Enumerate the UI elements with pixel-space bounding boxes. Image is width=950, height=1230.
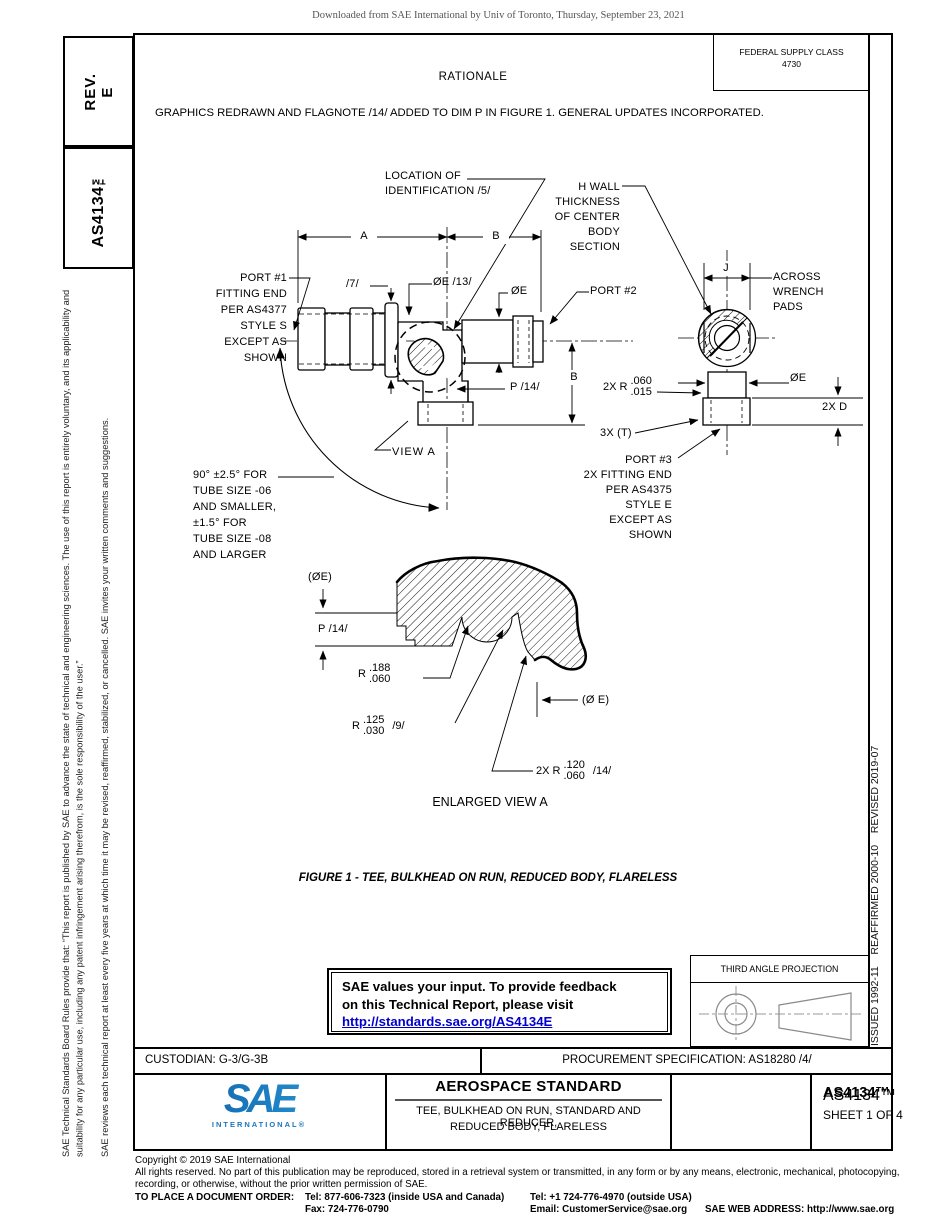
footer-rights-line2: recording, or otherwise, without the pri… bbox=[135, 1178, 428, 1190]
label-2x-r120-flag: /14/ bbox=[592, 764, 612, 777]
doc-number-label: AS4134™ bbox=[89, 168, 107, 248]
label-r125-flag: /9/ bbox=[392, 719, 405, 732]
sae-logo-subtext: INTERNATIONAL® bbox=[211, 1120, 307, 1129]
label-location-of-identification: LOCATION OF IDENTIFICATION /5/ bbox=[385, 170, 491, 197]
custodian-cell: CUSTODIAN: G-3/G-3B bbox=[145, 1054, 269, 1066]
label-2x-r-top: 2X R.060.015 bbox=[603, 376, 652, 398]
title-block-divider-2 bbox=[670, 1075, 672, 1149]
footer-rights-line1: All rights reserved. No part of this pub… bbox=[135, 1166, 900, 1178]
footer: Copyright © 2019 SAE International All r… bbox=[135, 1155, 935, 1215]
figure-caption: FIGURE 1 - TEE, BULKHEAD ON RUN, REDUCED… bbox=[298, 872, 678, 884]
label-dim-2xd: 2X D bbox=[822, 401, 848, 413]
rev-box-label: REV. E bbox=[81, 72, 116, 111]
custodian-divider bbox=[480, 1049, 482, 1073]
label-r188-lower: .060 bbox=[368, 673, 391, 685]
label-2x-r120: 2X R.120.060/14/ bbox=[536, 760, 611, 782]
label-r188-upper: .188 bbox=[368, 662, 391, 674]
download-note: Downloaded from SAE International by Uni… bbox=[312, 10, 685, 21]
label-across-wrench-pads: ACROSS WRENCH PADS bbox=[773, 271, 824, 313]
doc-number-value: AS4134™ bbox=[823, 1085, 890, 1101]
footer-web: SAE WEB ADDRESS: http://www.sae.org bbox=[705, 1204, 895, 1216]
label-view-a: VIEW A bbox=[392, 446, 436, 458]
label-r125-lower: .030 bbox=[362, 725, 385, 737]
rev-label: REV. bbox=[945, 1085, 950, 1101]
label-p-14-enlarged: P /14/ bbox=[318, 623, 348, 635]
projection-symbol-icon bbox=[699, 986, 861, 1042]
label-dim-j: J bbox=[716, 261, 736, 276]
label-dim-b-right: B bbox=[563, 370, 585, 385]
label-2x-r-top-prefix: 2X R bbox=[603, 380, 628, 393]
label-dim-a: A bbox=[351, 229, 377, 244]
label-h-wall: H WALL THICKNESS OF CENTER BODY SECTION bbox=[554, 181, 620, 253]
revision-history: ISSUED 1992-11 REAFFIRMED 2000-10 REVISE… bbox=[869, 745, 881, 1046]
federal-supply-class-value: 4730 bbox=[782, 59, 801, 69]
doc-title-line1: TEE, BULKHEAD ON RUN, STANDARD AND REDUC… bbox=[416, 1105, 641, 1129]
label-dia-e-tube: ØE bbox=[511, 285, 528, 297]
feedback-line1: SAE values your input. To provide feedba… bbox=[342, 979, 617, 994]
label-2x-r120-upper: .120 bbox=[563, 759, 585, 771]
feedback-box: SAE values your input. To provide feedba… bbox=[327, 968, 672, 1035]
footer-copyright: Copyright © 2019 SAE International bbox=[135, 1155, 291, 1166]
label-angle-note: 90° ±2.5° FOR TUBE SIZE -06 AND SMALLER,… bbox=[193, 469, 277, 561]
label-2x-r-top-lower: .015 bbox=[630, 386, 652, 398]
label-2x-r-top-upper: .060 bbox=[630, 375, 652, 387]
procurement-cell: PROCUREMENT SPECIFICATION: AS18280 /4/ bbox=[562, 1054, 812, 1066]
doc-type-rule bbox=[395, 1099, 662, 1101]
frame-right-inner-border bbox=[868, 33, 870, 1047]
doc-title-line2: REDUCED BODY, FLARELESS bbox=[450, 1121, 607, 1133]
label-r188-prefix: R bbox=[358, 667, 366, 680]
title-block: SAE INTERNATIONAL® AEROSPACE STANDARD TE… bbox=[133, 1075, 903, 1149]
label-2x-r120-prefix: 2X R bbox=[536, 764, 561, 777]
custodian-row: CUSTODIAN: G-3/G-3B PROCUREMENT SPECIFIC… bbox=[133, 1047, 893, 1075]
label-dia-e-paren: (ØE) bbox=[308, 571, 333, 583]
technical-drawing bbox=[276, 178, 863, 772]
rev-box: REV. E bbox=[63, 36, 134, 147]
projection-title: THIRD ANGLE PROJECTION bbox=[691, 956, 868, 983]
footer-email: Email: CustomerService@sae.org bbox=[530, 1204, 688, 1216]
sae-logo: SAE INTERNATIONAL® bbox=[133, 1079, 385, 1129]
footer-tel2: Tel: +1 724-776-4970 (outside USA) bbox=[530, 1192, 692, 1204]
title-block-divider-3 bbox=[810, 1075, 812, 1149]
rationale-text: GRAPHICS REDRAWN AND FLAGNOTE /14/ ADDED… bbox=[155, 107, 764, 119]
label-r125-prefix: R bbox=[352, 719, 360, 732]
label-port3: PORT #3 2X FITTING END PER AS4375 STYLE … bbox=[583, 454, 672, 541]
feedback-line2: on this Technical Report, please visit bbox=[342, 996, 574, 1012]
label-dia-e-paren2: (Ø E) bbox=[582, 694, 610, 706]
footer-order-label: TO PLACE A DOCUMENT ORDER: bbox=[135, 1192, 295, 1204]
feedback-link[interactable]: http://standards.sae.org/AS4134E bbox=[342, 1014, 553, 1029]
label-flag-7: /7/ bbox=[346, 278, 359, 290]
doc-type-heading: AEROSPACE STANDARD bbox=[435, 1078, 622, 1095]
rev-value: E bbox=[945, 1103, 950, 1119]
frame-bottom-border bbox=[133, 1149, 893, 1151]
footer-fax: Fax: 724-776-0790 bbox=[305, 1204, 389, 1216]
label-p-14: P /14/ bbox=[510, 381, 540, 393]
legal-paragraph-1: SAE Technical Standards Board Rules prov… bbox=[61, 289, 85, 1157]
legal-paragraph-2: SAE reviews each technical report at lea… bbox=[100, 417, 110, 1157]
federal-supply-box: FEDERAL SUPPLY CLASS 4730 bbox=[713, 35, 869, 91]
sheet-number: SHEET 1 OF 4 bbox=[823, 1108, 903, 1122]
label-port2: PORT #2 bbox=[590, 285, 637, 297]
footer-tel1: Tel: 877-606-7323 (inside USA and Canada… bbox=[305, 1192, 505, 1204]
frame-top-border bbox=[133, 33, 893, 35]
label-3x-t: 3X (T) bbox=[600, 427, 632, 439]
label-r125: R.125.030/9/ bbox=[352, 715, 405, 737]
projection-box: THIRD ANGLE PROJECTION bbox=[690, 955, 869, 1047]
label-r125-upper: .125 bbox=[362, 714, 385, 726]
frame-left-border bbox=[133, 33, 135, 1151]
label-2x-r120-lower: .060 bbox=[563, 770, 585, 782]
frame-right-outer-border bbox=[891, 33, 893, 1151]
label-port1: PORT #1 FITTING END PER AS4377 STYLE S E… bbox=[215, 272, 287, 364]
label-dia-e-13: ØE /13/ bbox=[433, 276, 472, 288]
doc-number-box: AS4134™ bbox=[63, 147, 134, 269]
rationale-title: RATIONALE bbox=[438, 71, 508, 83]
federal-supply-class-label: FEDERAL SUPPLY CLASS bbox=[739, 47, 844, 57]
label-dia-e-end: ØE bbox=[790, 372, 807, 384]
title-block-divider-1 bbox=[385, 1075, 387, 1149]
label-r188: R.188.060 bbox=[358, 663, 390, 685]
label-dim-b-top: B bbox=[483, 229, 509, 244]
label-enlarged-view-a: ENLARGED VIEW A bbox=[432, 795, 548, 809]
doc-number-cell: AS4134™ SHEET 1 OF 4 bbox=[823, 1085, 950, 1122]
sae-logo-text: SAE bbox=[133, 1079, 385, 1119]
